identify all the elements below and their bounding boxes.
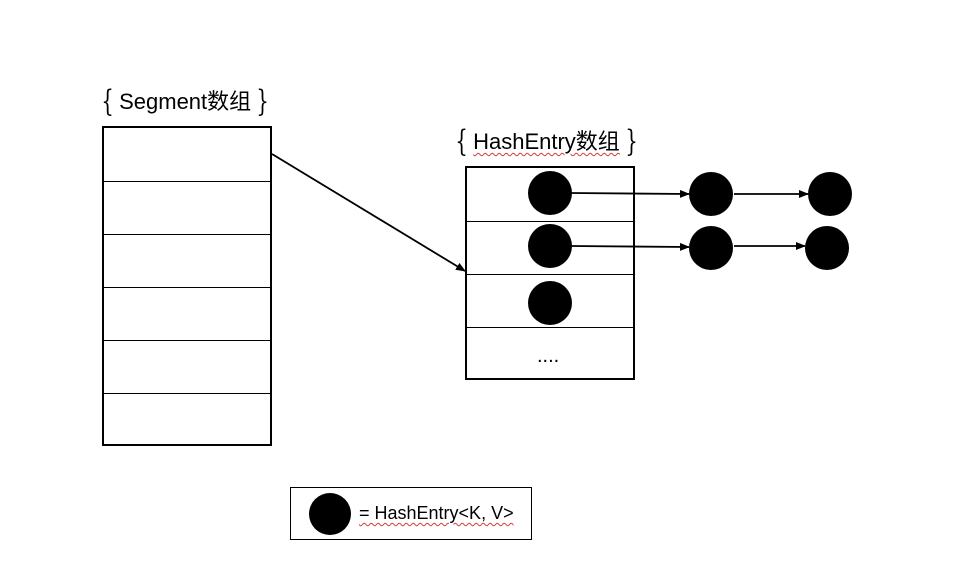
hashentry-cell [467, 327, 633, 379]
segment-array-label: {Segment数组} [98, 84, 272, 119]
segment-cell [104, 393, 270, 445]
segment-to-hashentry-arrow [271, 153, 466, 272]
hashentry-array-label: {HashEntry数组} [452, 124, 641, 159]
segment-cell [104, 181, 270, 234]
hashentry-node [528, 224, 572, 268]
hashentry-node [805, 226, 849, 270]
segment-array-title: Segment数组 [119, 89, 252, 114]
segment-cell [104, 287, 270, 340]
hashentry-array-table [465, 166, 635, 380]
chain-arrow [570, 242, 690, 251]
hashentry-cell [467, 274, 633, 327]
legend-box: = HashEntry<K, V> [290, 487, 532, 540]
hashentry-array-title: HashEntry数组 [473, 129, 620, 154]
open-brace: { [455, 124, 468, 159]
chain-arrow [570, 189, 690, 198]
hashentry-node [689, 172, 733, 216]
hashentry-node [528, 281, 572, 325]
close-brace: } [625, 124, 638, 159]
segment-cell [104, 340, 270, 393]
close-brace: } [256, 84, 269, 119]
hashentry-node [689, 226, 733, 270]
open-brace: { [101, 84, 114, 119]
hashentry-node [808, 172, 852, 216]
segment-array-table [102, 126, 272, 446]
legend-node-icon [309, 493, 351, 535]
legend-label: = HashEntry<K, V> [359, 503, 514, 523]
hashentry-cell [467, 221, 633, 274]
segment-cell [104, 234, 270, 287]
hashentry-ellipsis: .... [537, 345, 560, 367]
hashentry-node [528, 171, 572, 215]
